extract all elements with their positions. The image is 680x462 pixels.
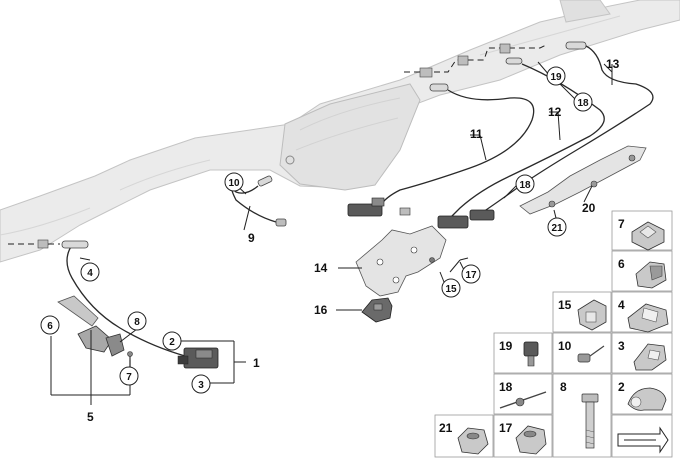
callout-leader-lines — [50, 61, 613, 405]
grid-label-8: 8 — [560, 380, 567, 394]
label-20: 20 — [582, 201, 596, 215]
svg-text:19: 19 — [550, 72, 562, 83]
grid-label-6: 6 — [618, 257, 625, 271]
holder-5 — [57, 295, 133, 368]
callout-21: 21 — [547, 217, 567, 237]
svg-text:18: 18 — [519, 180, 531, 191]
label-1: 1 — [253, 356, 260, 370]
callout-10: 10 — [224, 172, 244, 192]
sensor-cables — [8, 41, 654, 357]
clip-2-icon — [627, 387, 667, 411]
clip-7-icon — [631, 221, 665, 251]
callout-8: 8 — [127, 311, 147, 331]
callout-18-lower: 18 — [515, 174, 535, 194]
grid-label-2: 2 — [618, 380, 625, 394]
label-9: 9 — [248, 231, 255, 245]
callout-17: 17 — [461, 264, 481, 284]
label-5: 5 — [87, 410, 94, 424]
bolt-8-icon — [581, 393, 599, 449]
label-12: 12 — [548, 105, 562, 119]
callout-4: 4 — [80, 262, 100, 282]
label-11: 11 — [470, 127, 483, 141]
grid-label-3: 3 — [618, 339, 625, 353]
oxygen-sensor-18 — [505, 57, 523, 65]
oxygen-sensor-13 — [565, 41, 587, 50]
callout-19: 19 — [546, 66, 566, 86]
label-13: 13 — [606, 57, 620, 71]
clip-15-icon — [577, 299, 607, 331]
callout-2: 2 — [162, 331, 182, 351]
oxygen-sensor-4 — [61, 240, 89, 249]
svg-text:6: 6 — [47, 321, 53, 332]
connector-13 — [469, 209, 495, 221]
cable-tie-18-icon — [499, 391, 547, 409]
callout-15: 15 — [441, 278, 461, 298]
bracket-14 — [355, 225, 447, 297]
callout-3: 3 — [191, 374, 211, 394]
grid-label-15: 15 — [558, 298, 572, 312]
clip-6-icon — [635, 261, 667, 289]
svg-text:10: 10 — [228, 178, 240, 189]
callout-6: 6 — [40, 315, 60, 335]
bracket-16 — [361, 297, 393, 323]
svg-text:8: 8 — [134, 317, 140, 328]
svg-text:21: 21 — [551, 223, 563, 234]
svg-text:4: 4 — [87, 268, 93, 279]
plug-10-icon — [577, 345, 605, 363]
svg-text:15: 15 — [445, 284, 457, 295]
callout-18-top: 18 — [573, 92, 593, 112]
clip-3-icon — [633, 343, 667, 371]
grid-label-19: 19 — [499, 339, 513, 353]
clip-4-icon — [627, 303, 669, 333]
label-14: 14 — [314, 261, 328, 275]
svg-text:7: 7 — [126, 372, 132, 383]
connector-12 — [437, 215, 469, 229]
grid-label-17: 17 — [499, 421, 513, 435]
svg-text:17: 17 — [465, 270, 477, 281]
connector-11 — [347, 203, 383, 217]
control-unit-1 — [177, 347, 219, 369]
small-parts-grid: 7 6 15 4 19 10 3 18 8 2 21 17 — [434, 210, 673, 458]
nut-21-icon — [457, 427, 489, 455]
label-16: 16 — [314, 303, 328, 317]
grid-label-10: 10 — [558, 339, 572, 353]
grid-label-21: 21 — [439, 421, 453, 435]
svg-text:2: 2 — [169, 337, 175, 348]
exhaust-system-illustration — [0, 0, 680, 263]
nut-17-icon — [515, 425, 547, 455]
grid-label-4: 4 — [618, 298, 625, 312]
oxygen-sensor-19 — [429, 83, 449, 92]
grid-label-7: 7 — [618, 217, 625, 231]
grid-label-18: 18 — [499, 380, 513, 394]
direction-arrow-icon — [617, 426, 669, 454]
plug-19-icon — [523, 341, 539, 367]
svg-text:18: 18 — [577, 98, 589, 109]
callout-7: 7 — [119, 366, 139, 386]
bracket-20 — [519, 145, 647, 215]
svg-text:3: 3 — [198, 380, 204, 391]
